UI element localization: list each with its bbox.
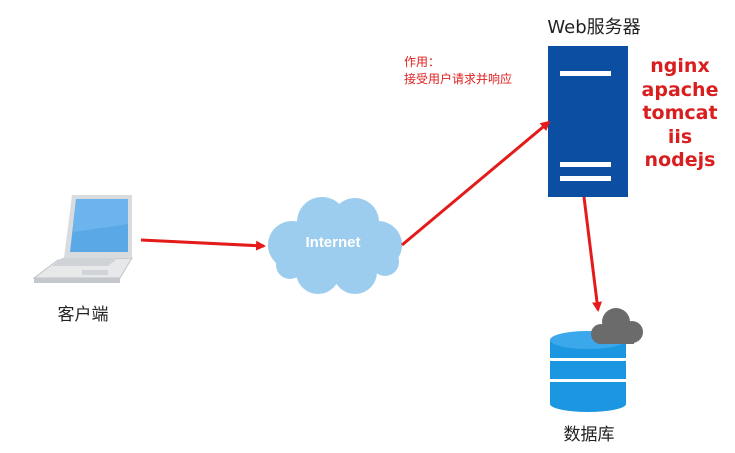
web-server-label: Web服务器 bbox=[547, 17, 641, 38]
server-role-note: 作用： 接受用户请求并响应 bbox=[404, 54, 512, 88]
arrow-client-to-internet bbox=[140, 238, 266, 251]
database-icon bbox=[550, 331, 626, 412]
server-software-item: iis bbox=[667, 125, 693, 148]
server-software-item: tomcat bbox=[642, 102, 718, 124]
laptop-icon bbox=[32, 195, 133, 283]
server-icon bbox=[548, 46, 628, 197]
small-cloud-icon bbox=[591, 308, 643, 344]
server-software-item: nodejs bbox=[644, 149, 716, 171]
arrow-internet-to-server bbox=[401, 120, 551, 247]
cloud-icon bbox=[268, 197, 402, 294]
internet-label: Internet bbox=[305, 234, 361, 251]
database-label: 数据库 bbox=[563, 425, 615, 445]
note-line-2: 接受用户请求并响应 bbox=[404, 72, 513, 86]
client-label: 客户端 bbox=[57, 305, 109, 325]
server-software-item: apache bbox=[641, 78, 719, 101]
arrow-server-to-database bbox=[582, 196, 602, 312]
server-software-list: nginx apache tomcat iis nodejs bbox=[630, 55, 730, 173]
note-line-1: 作用： bbox=[404, 55, 441, 69]
server-software-item: nginx bbox=[650, 55, 710, 77]
